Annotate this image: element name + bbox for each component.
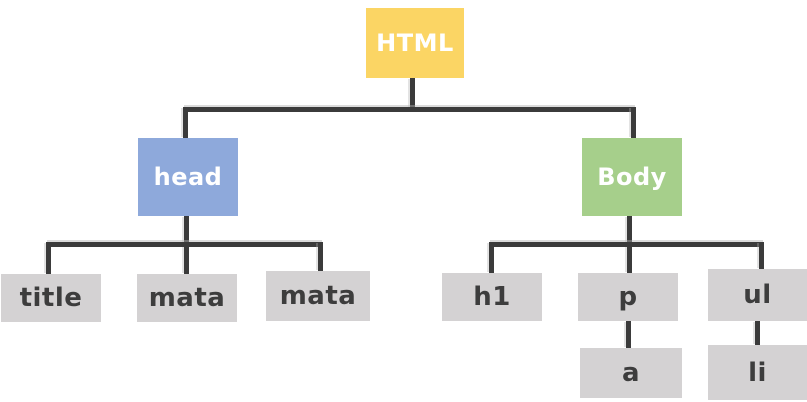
node-body-label: Body bbox=[597, 163, 667, 191]
connector-drop-h1 bbox=[489, 242, 494, 273]
node-mata-1-label: mata bbox=[148, 283, 226, 313]
node-a-label: a bbox=[621, 358, 641, 388]
node-p-label: p bbox=[618, 282, 638, 312]
connector-html-children-bar bbox=[183, 107, 636, 112]
node-ul-label: ul bbox=[743, 280, 772, 310]
connector-body-children-bar bbox=[489, 242, 764, 247]
node-p: p bbox=[578, 273, 678, 321]
node-h1-label: h1 bbox=[473, 282, 511, 312]
node-li: li bbox=[708, 345, 807, 400]
connector-drop-head bbox=[183, 107, 188, 138]
connector-drop-body bbox=[631, 107, 636, 138]
connector-drop-mata2 bbox=[318, 242, 323, 271]
node-h1: h1 bbox=[442, 273, 542, 321]
node-head: head bbox=[138, 138, 238, 216]
node-ul: ul bbox=[708, 269, 807, 321]
node-body: Body bbox=[582, 138, 682, 216]
connector-html-stem bbox=[410, 78, 415, 112]
connector-head-children-bar bbox=[46, 242, 323, 247]
node-title: title bbox=[1, 274, 101, 322]
connector-p-a bbox=[626, 321, 631, 348]
connector-ul-li bbox=[755, 321, 760, 345]
connector-drop-title bbox=[46, 242, 51, 274]
node-a: a bbox=[580, 348, 682, 398]
connector-drop-ul bbox=[759, 242, 764, 269]
node-mata-2: mata bbox=[266, 271, 370, 321]
node-title-label: title bbox=[19, 283, 83, 313]
node-html: HTML bbox=[366, 8, 464, 78]
node-head-label: head bbox=[153, 163, 223, 191]
node-html-label: HTML bbox=[376, 29, 454, 57]
node-mata-2-label: mata bbox=[279, 281, 357, 311]
node-li-label: li bbox=[748, 357, 767, 388]
node-mata-1: mata bbox=[137, 274, 237, 322]
